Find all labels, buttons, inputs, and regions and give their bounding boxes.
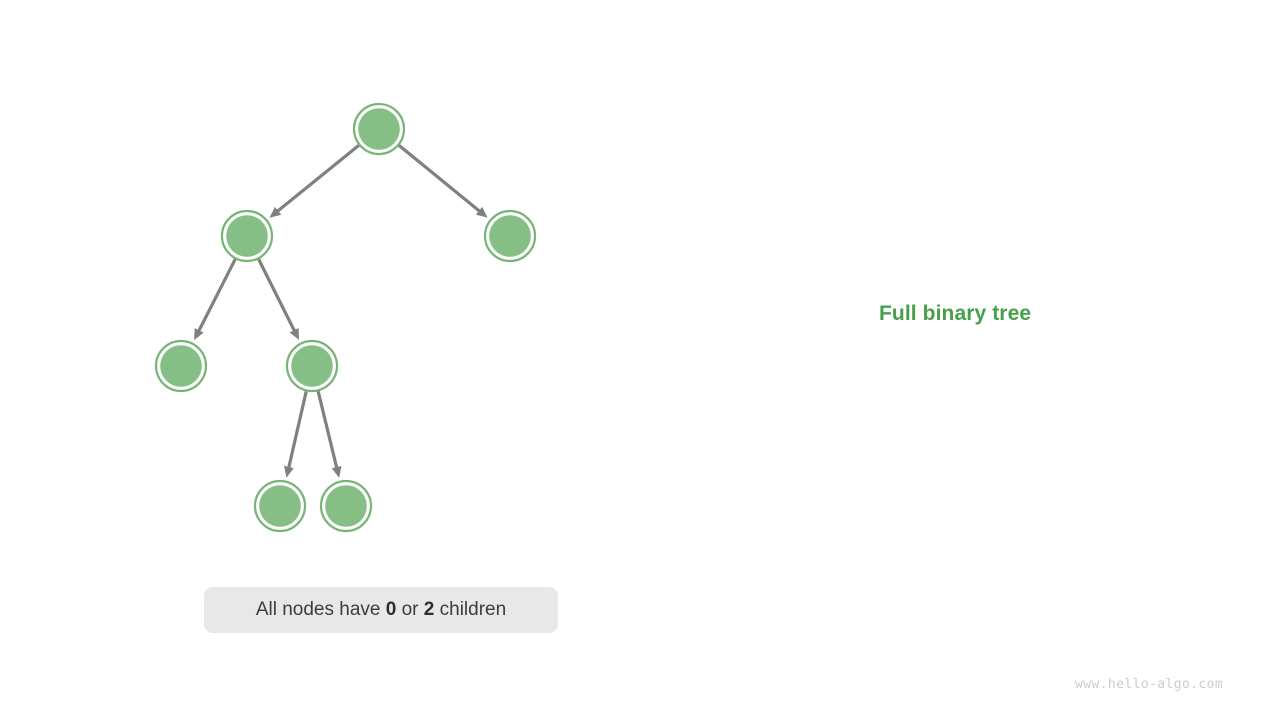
caption-bold-two: 2 — [423, 599, 435, 620]
node-body — [160, 345, 202, 387]
tree-node-n-lr[interactable] — [285, 339, 339, 393]
node-gap-ring — [322, 482, 370, 530]
node-body — [259, 485, 301, 527]
node-body — [358, 108, 400, 150]
node-gap-ring — [223, 212, 271, 260]
node-gap-ring — [355, 105, 403, 153]
tree-edge — [257, 258, 300, 341]
tree-node-n-lrr[interactable] — [319, 479, 373, 533]
caption-text: All nodes have 0 or 2 children — [256, 599, 506, 621]
edge-arrowhead — [194, 328, 204, 341]
node-body — [291, 345, 333, 387]
caption-middle: or — [396, 599, 424, 620]
caption-suffix: children — [434, 599, 507, 620]
node-outer-ring — [483, 209, 537, 263]
edge-arrowhead — [284, 465, 294, 478]
edge-arrowhead — [269, 206, 282, 218]
page-title: Full binary tree — [879, 302, 1032, 325]
node-gap-ring — [486, 212, 534, 260]
tree-edge — [316, 390, 342, 478]
tree-node-n-r[interactable] — [483, 209, 537, 263]
node-outer-ring — [352, 102, 406, 156]
node-outer-ring — [253, 479, 307, 533]
node-outer-ring — [220, 209, 274, 263]
node-gap-ring — [256, 482, 304, 530]
edge-arrowhead — [475, 206, 488, 218]
tree-node-n-l[interactable] — [220, 209, 274, 263]
node-body — [489, 215, 531, 257]
node-outer-ring — [285, 339, 339, 393]
caption-bold-zero: 0 — [385, 599, 397, 620]
edge-arrowhead — [289, 327, 300, 341]
tree-edge — [269, 144, 360, 218]
caption-prefix: All nodes have — [255, 599, 386, 620]
tree-node-root[interactable] — [352, 102, 406, 156]
tree-node-n-ll[interactable] — [154, 339, 208, 393]
node-gap-ring — [288, 342, 336, 390]
edge-arrowhead — [331, 465, 342, 478]
tree-edge — [284, 390, 308, 478]
tree-edge — [194, 258, 237, 341]
node-body — [325, 485, 367, 527]
tree-edge — [398, 144, 488, 218]
node-body — [226, 215, 268, 257]
node-outer-ring — [154, 339, 208, 393]
edge-group — [194, 144, 488, 478]
watermark: www.hello-algo.com — [1075, 677, 1224, 692]
tree-node-n-lrl[interactable] — [253, 479, 307, 533]
caption-box: All nodes have 0 or 2 children — [204, 587, 558, 633]
node-group — [154, 102, 537, 533]
node-outer-ring — [319, 479, 373, 533]
node-gap-ring — [157, 342, 205, 390]
